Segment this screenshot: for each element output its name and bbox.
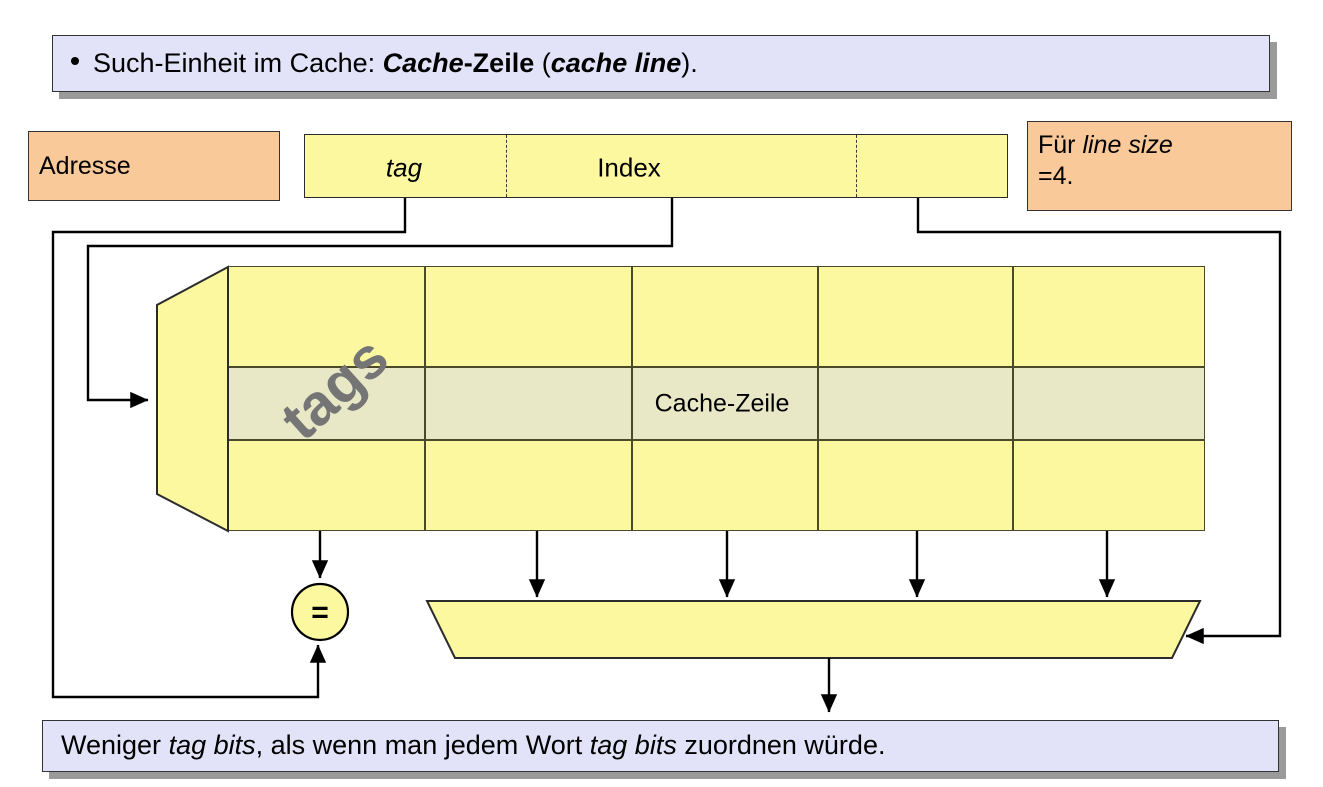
footer-callout-box: Weniger tag bits, als wenn man jedem Wor… [42, 720, 1279, 772]
address-label-text: Adresse [39, 151, 131, 180]
cache-cell-r1c4 [818, 266, 1013, 367]
note-box: Für line size=4. [1027, 121, 1292, 211]
address-label-box: Adresse [28, 131, 280, 201]
cache-cell-r2c4 [818, 367, 1013, 440]
address-divider-index-offset [856, 135, 857, 197]
equality-comparator-label: = [311, 596, 329, 629]
title-callout-box: Such-Einheit im Cache: Cache-Zeile (cach… [52, 35, 1270, 92]
cache-cell-r3c4 [818, 440, 1013, 531]
address-field-index-label: Index [597, 152, 661, 183]
cache-cell-r1c3 [632, 266, 818, 367]
title-text: Such-Einheit im Cache: Cache-Zeile (cach… [93, 47, 698, 78]
cache-cell-r3c2 [425, 440, 632, 531]
address-divider-tag-index [506, 135, 507, 197]
cache-line-label: Cache-Zeile [654, 389, 790, 418]
cache-cell-r1c2 [425, 266, 632, 367]
footer-text: Weniger tag bits, als wenn man jedem Wor… [61, 730, 886, 761]
cache-cell-r1c5 [1013, 266, 1205, 367]
cache-cell-r3c3 [632, 440, 818, 531]
address-bit-field-bar [304, 134, 1008, 198]
cache-cell-r3c1 [228, 440, 425, 531]
cache-cell-r2c5 [1013, 367, 1205, 440]
cache-cell-r2c2 [425, 367, 632, 440]
cache-cell-r3c5 [1013, 440, 1205, 531]
bullet-icon [71, 56, 79, 65]
address-field-tag-label: tag [385, 152, 423, 183]
note-text: Für line size=4. [1038, 131, 1173, 191]
